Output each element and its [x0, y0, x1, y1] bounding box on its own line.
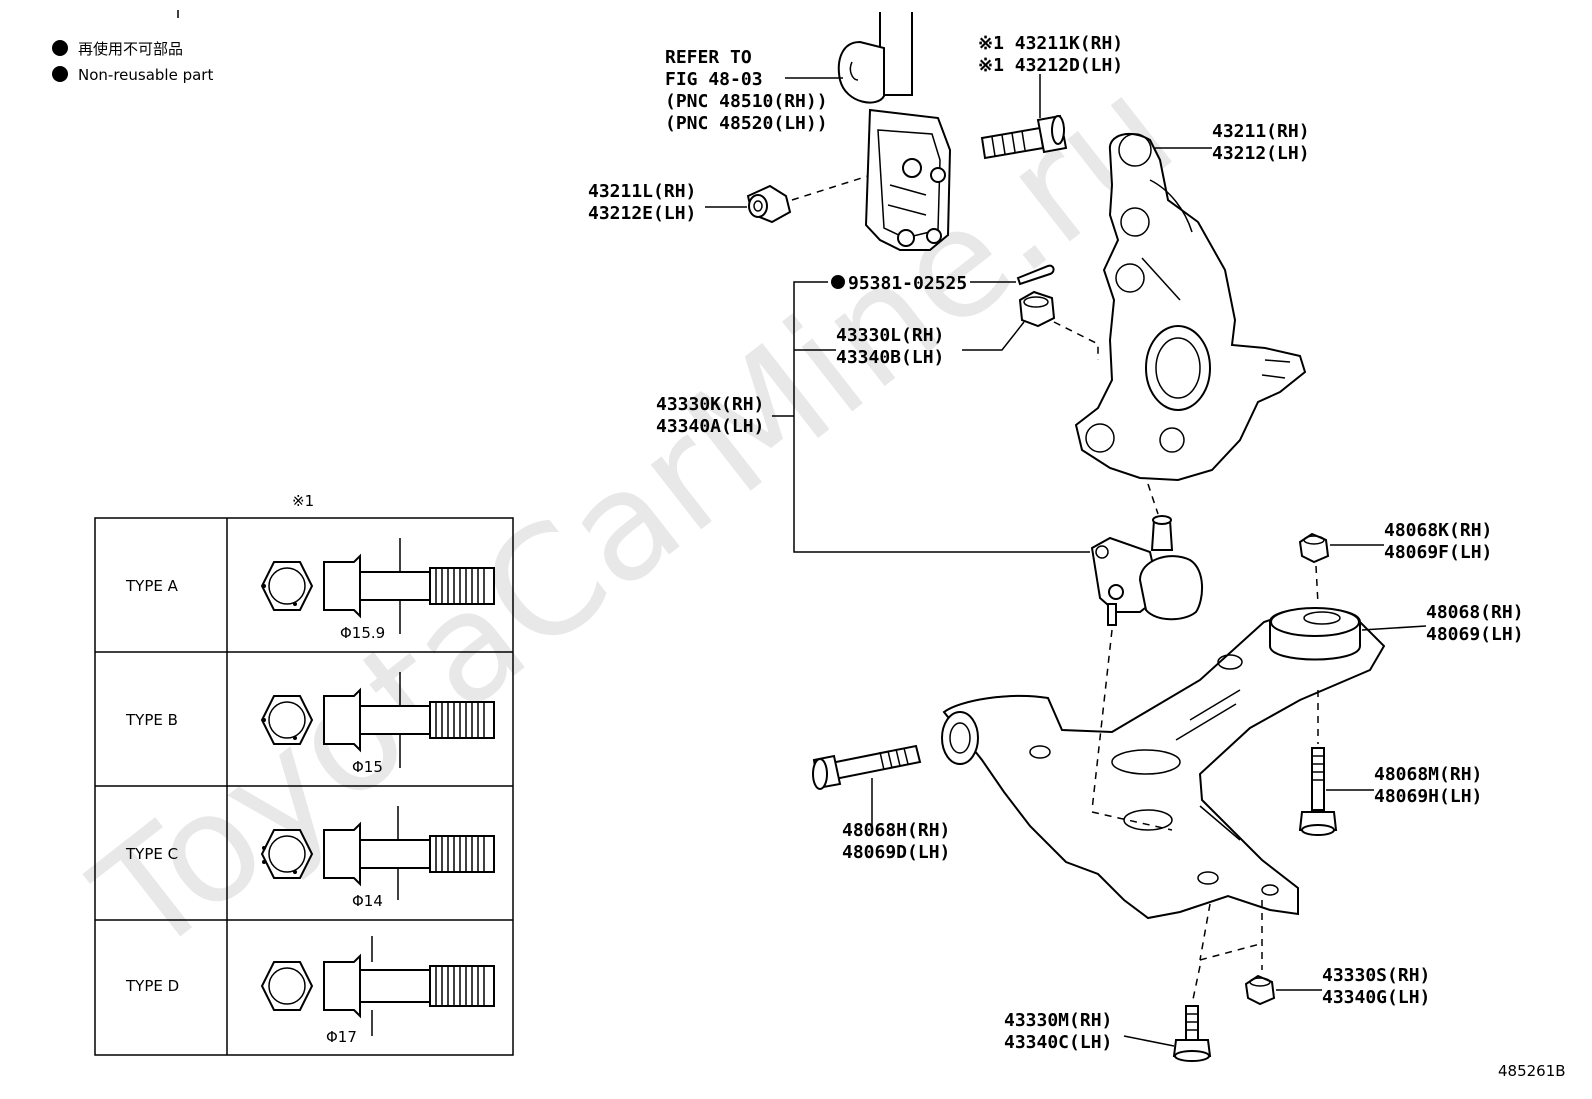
cotter-pin [1016, 264, 1055, 286]
svg-text:48068K(RH): 48068K(RH) [1384, 520, 1492, 541]
svg-text:43340G(LH): 43340G(LH) [1322, 987, 1430, 1008]
label-cotter-pin: 95381-02525 [848, 273, 967, 294]
svg-text:48069H(LH): 48069H(LH) [1374, 786, 1482, 807]
svg-text:43330M(RH): 43330M(RH) [1004, 1010, 1112, 1031]
svg-text:43330S(RH): 43330S(RH) [1322, 965, 1430, 986]
refer-label: REFER TO FIG 48-03 (PNC 48510(RH)) (PNC … [665, 47, 828, 134]
diameter-label: Φ15.9 [340, 624, 385, 642]
label-knuckle: 43211(RH) 43212(LH) [1212, 121, 1310, 164]
label-48068H: 48068H(RH) 48069D(LH) [842, 820, 950, 863]
svg-text:※1 43211K(RH): ※1 43211K(RH) [978, 33, 1123, 54]
type-label: TYPE A [125, 577, 179, 595]
steering-knuckle [1074, 132, 1307, 482]
diameter-label: Φ14 [352, 892, 383, 910]
diameter-label: Φ17 [326, 1028, 357, 1046]
nut-48068K [1298, 532, 1330, 564]
svg-text:43212(LH): 43212(LH) [1212, 143, 1310, 164]
svg-text:43340A(LH): 43340A(LH) [656, 416, 764, 437]
castle-nut-43330L [1018, 290, 1056, 328]
svg-text:FIG 48-03: FIG 48-03 [665, 69, 763, 90]
svg-text:48068H(RH): 48068H(RH) [842, 820, 950, 841]
nut-43211L [746, 184, 792, 224]
svg-text:(PNC 48520(LH)): (PNC 48520(LH)) [665, 113, 828, 134]
figure-id: 485261B [1498, 1062, 1566, 1080]
bolt-48068M [1298, 747, 1338, 836]
bolt-43211K [980, 114, 1068, 160]
svg-text:48068(RH): 48068(RH) [1426, 602, 1524, 623]
svg-text:REFER TO: REFER TO [665, 47, 752, 68]
type-label: TYPE C [125, 845, 178, 863]
label-43330M: 43330M(RH) 43340C(LH) [1004, 1010, 1112, 1053]
label-43211K: ※1 43211K(RH) ※1 43212D(LH) [978, 33, 1123, 76]
svg-text:48068M(RH): 48068M(RH) [1374, 764, 1482, 785]
legend: 再使用不可部品 Non-reusable part [52, 40, 213, 84]
non-reusable-bullet-icon [52, 40, 68, 56]
table-row: TYPE D Φ17 [125, 936, 495, 1046]
label-48068: 48068(RH) 48069(LH) [1426, 602, 1524, 645]
non-reusable-bullet-icon [52, 66, 68, 82]
type-label: TYPE D [125, 977, 179, 995]
type-label: TYPE B [125, 711, 178, 729]
svg-text:48069F(LH): 48069F(LH) [1384, 542, 1492, 563]
label-48068M: 48068M(RH) 48069H(LH) [1374, 764, 1482, 807]
svg-text:43211L(RH): 43211L(RH) [588, 181, 696, 202]
svg-text:43340C(LH): 43340C(LH) [1004, 1032, 1112, 1053]
non-reusable-bullet-icon [831, 275, 845, 289]
svg-text:43330K(RH): 43330K(RH) [656, 394, 764, 415]
svg-text:43212E(LH): 43212E(LH) [588, 203, 696, 224]
legend-english: Non-reusable part [78, 66, 213, 84]
lower-control-arm [941, 607, 1386, 920]
label-48068K: 48068K(RH) 48069F(LH) [1384, 520, 1492, 563]
label-ball-joint: 43330K(RH) 43340A(LH) [656, 394, 764, 437]
svg-text:48069(LH): 48069(LH) [1426, 624, 1524, 645]
ball-joint [1090, 515, 1203, 626]
bolt-48068H [812, 744, 922, 790]
svg-text:※1 43212D(LH): ※1 43212D(LH) [978, 55, 1123, 76]
diameter-label: Φ15 [352, 758, 383, 776]
table-note: ※1 [292, 492, 314, 510]
svg-text:43330L(RH): 43330L(RH) [836, 325, 944, 346]
bolt-type-table: ※1 TYPE A Φ15.9 TYPE B [94, 492, 514, 1056]
svg-text:43211(RH): 43211(RH) [1212, 121, 1310, 142]
strut-assembly [177, 10, 952, 251]
bolt-43330M [1172, 1005, 1212, 1062]
label-43330L: 43330L(RH) 43340B(LH) [836, 325, 944, 368]
table-row: TYPE C Φ14 [125, 806, 495, 910]
table-row: TYPE A Φ15.9 [125, 538, 495, 642]
label-43211L: 43211L(RH) 43212E(LH) [588, 181, 696, 224]
svg-text:(PNC 48510(RH)): (PNC 48510(RH)) [665, 91, 828, 112]
legend-japanese: 再使用不可部品 [78, 40, 183, 58]
table-row: TYPE B Φ15 [125, 672, 495, 776]
svg-text:43340B(LH): 43340B(LH) [836, 347, 944, 368]
label-43330S: 43330S(RH) 43340G(LH) [1322, 965, 1430, 1008]
nut-43330S [1244, 974, 1276, 1006]
svg-text:48069D(LH): 48069D(LH) [842, 842, 950, 863]
